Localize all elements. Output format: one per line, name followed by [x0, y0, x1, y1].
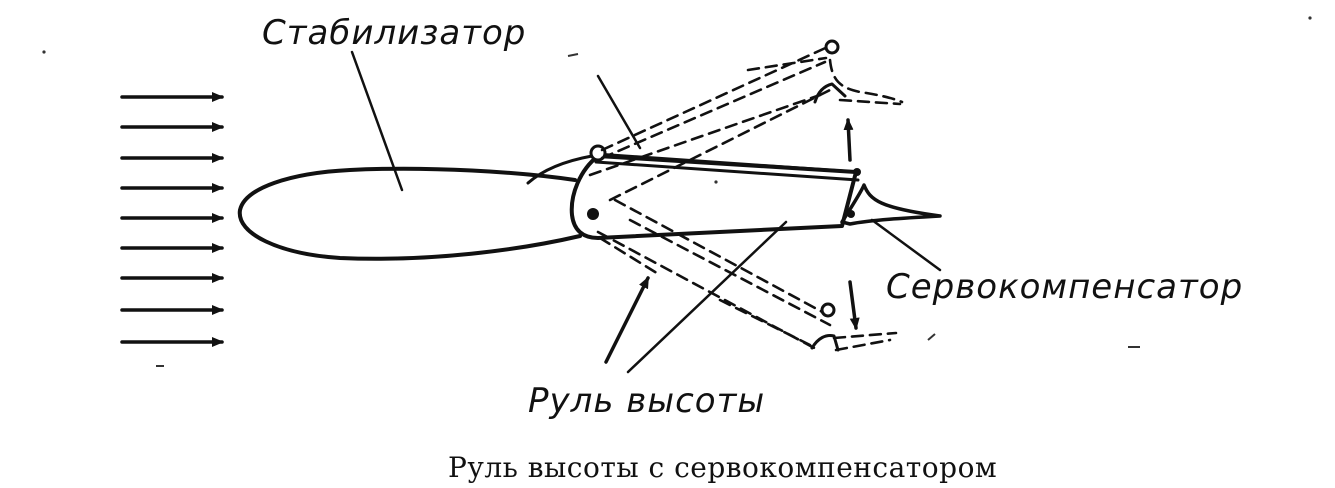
elevator-direction-arrow [604, 276, 650, 364]
stabilizer-leader [350, 50, 404, 192]
servo-tab-leader [870, 218, 942, 272]
hinge-leader [596, 74, 642, 150]
label-stabilizer: Стабилизатор [262, 13, 526, 53]
label-servo-tab: Сервокомпенсатор [886, 267, 1243, 307]
elevator-neutral [569, 144, 861, 240]
figure-caption: Руль высоты с сервокомпенсатором [448, 451, 997, 484]
deflected-up-position [588, 39, 904, 202]
print-specks [42, 16, 1312, 367]
hinge-axis [587, 208, 599, 220]
tab-up-arrow [843, 118, 854, 162]
horn-joint [853, 168, 861, 176]
deflected-down-position [596, 198, 898, 352]
stabilizer-airfoil [237, 154, 594, 261]
elevator-leader [626, 220, 788, 374]
tab-hinge [847, 210, 855, 218]
leader-lines [350, 50, 942, 374]
label-elevator: Руль высоты [528, 381, 765, 421]
airflow-arrows [120, 92, 224, 347]
motion-arrows [604, 118, 860, 364]
servo-tab-neutral [840, 183, 942, 226]
tab-down-arrow [848, 280, 860, 330]
